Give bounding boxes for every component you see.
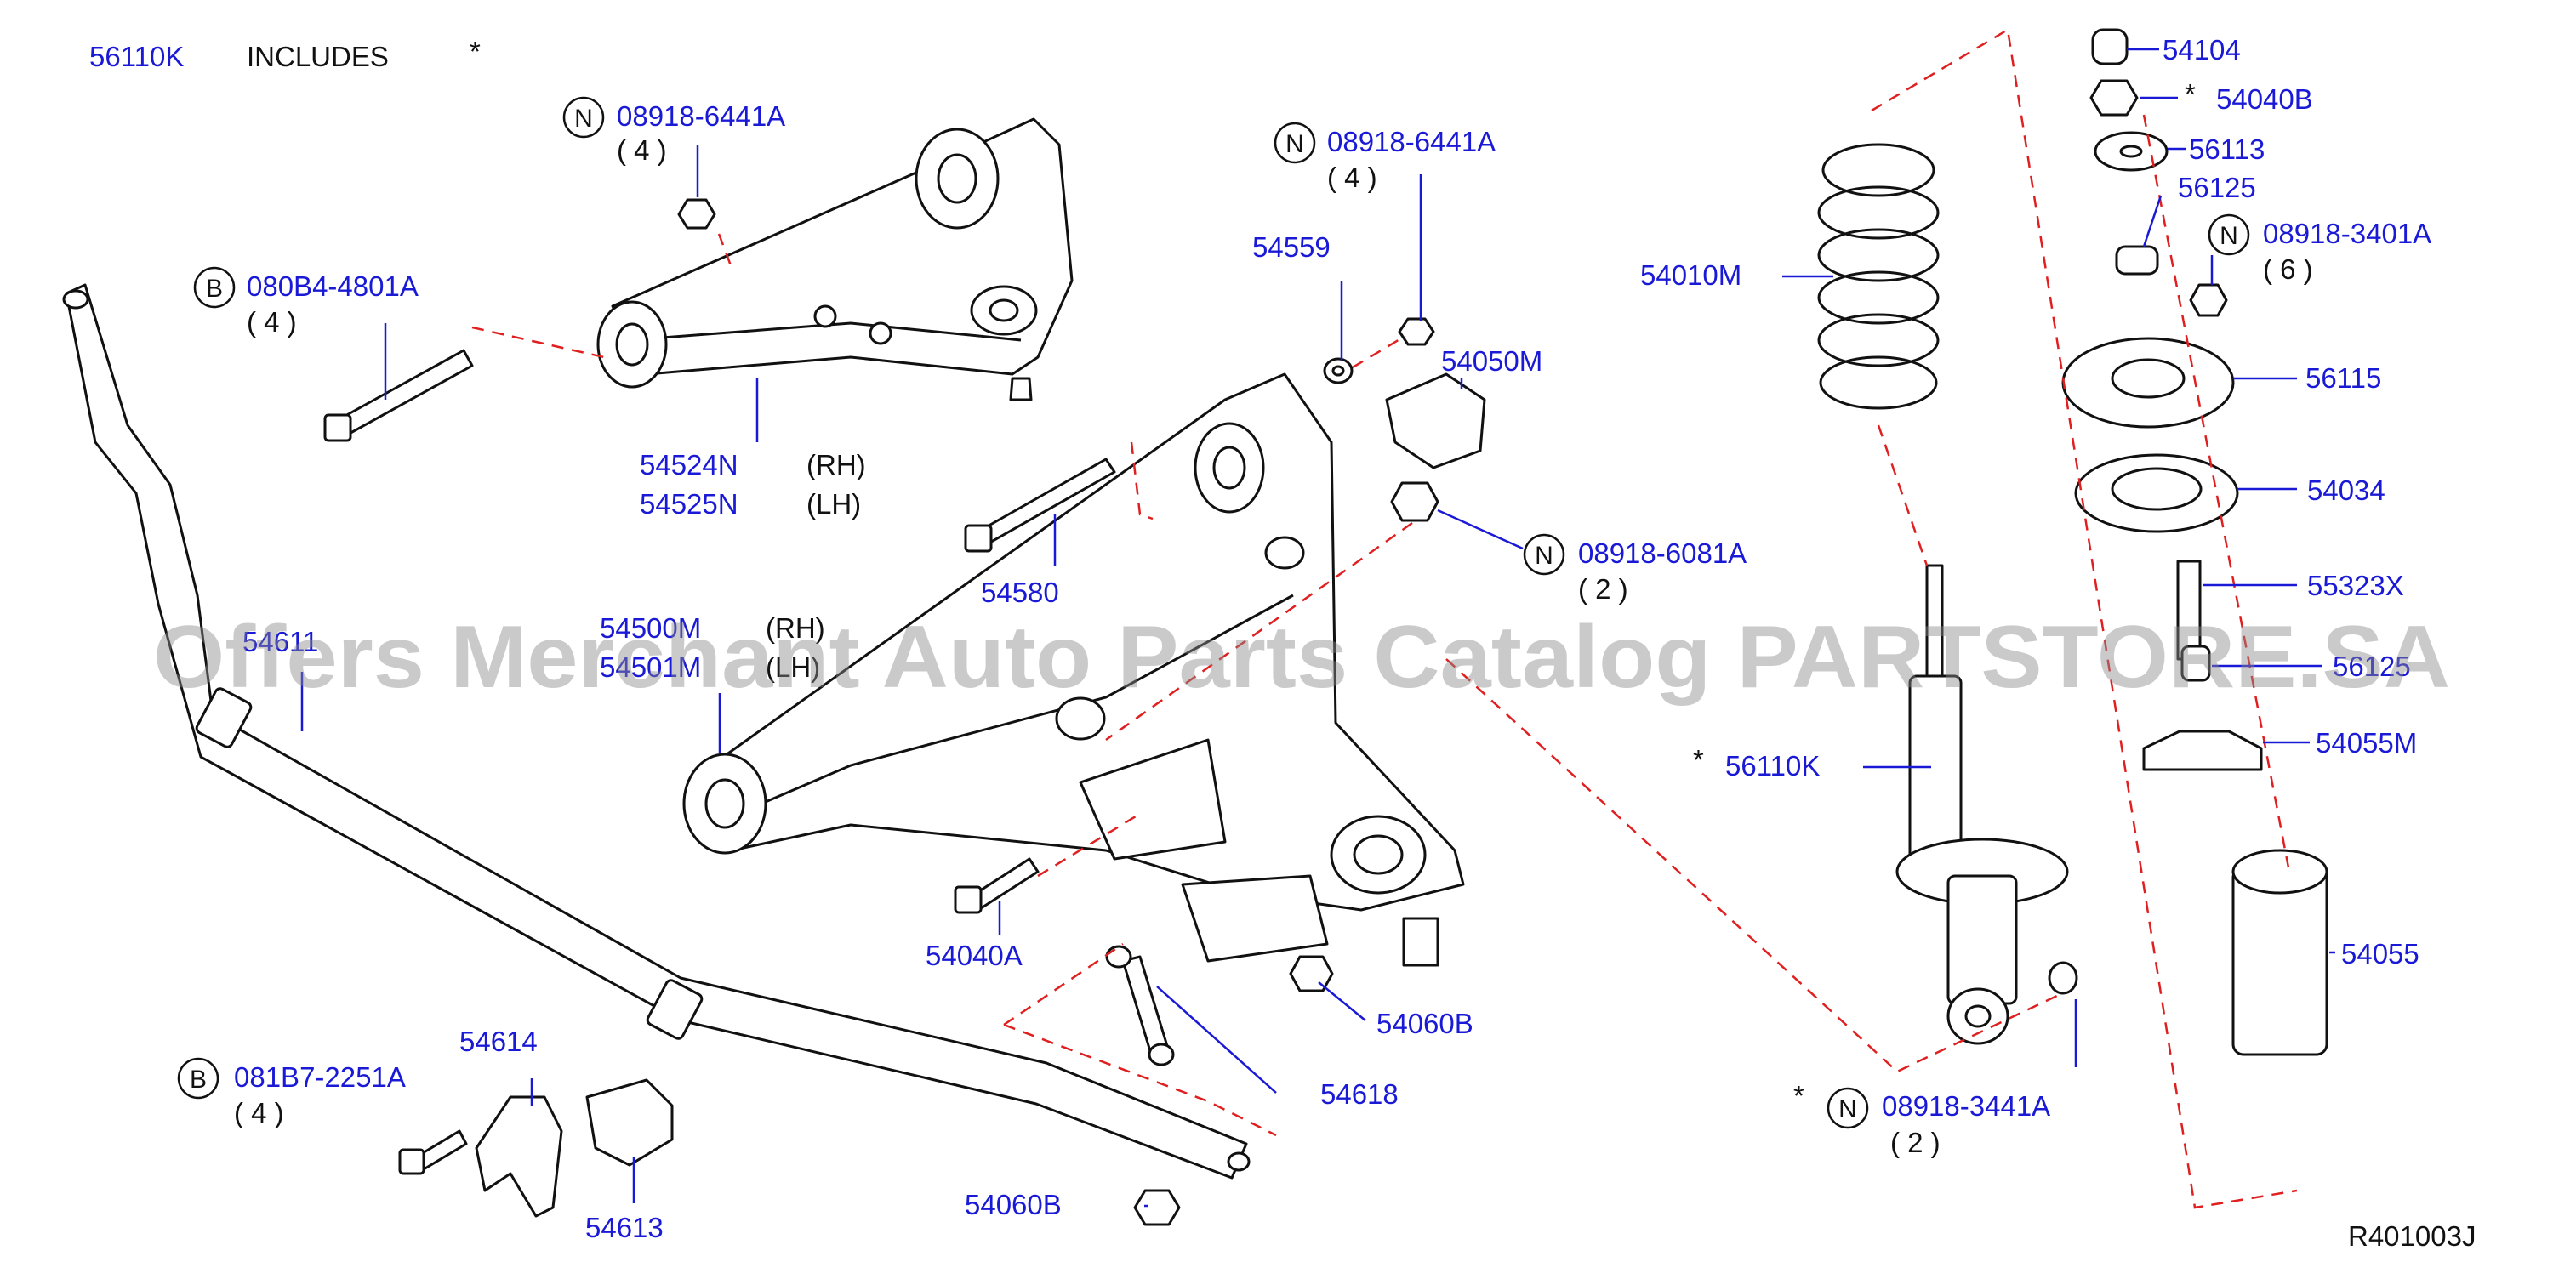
- fastener-type-badge: B: [193, 266, 236, 309]
- part-number-label[interactable]: 54060B: [965, 1189, 1062, 1220]
- shock-absorber-drawing: [1895, 564, 2078, 1045]
- part-number-label[interactable]: 08918-6081A: [1578, 537, 1747, 569]
- header-includes: INCLUDES: [247, 41, 389, 72]
- kit-asterisk: *: [2185, 78, 2196, 110]
- part-number-label[interactable]: 54525N: [640, 488, 738, 520]
- part-number-label[interactable]: 54524N: [640, 449, 738, 480]
- part-number-label[interactable]: 08918-3441A: [1882, 1090, 2050, 1122]
- part-number-label[interactable]: 54050M: [1441, 345, 1542, 377]
- diagram-id: R401003J: [2348, 1220, 2476, 1252]
- part-number-label[interactable]: 54040A: [926, 940, 1023, 971]
- part-number-label[interactable]: 081B7-2251A: [234, 1061, 406, 1093]
- part-number-label[interactable]: 56113: [2189, 134, 2265, 165]
- part-number-label[interactable]: 55323X: [2307, 570, 2404, 601]
- quantity-label: ( 4 ): [247, 306, 297, 338]
- fastener-type-badge: N: [1827, 1087, 1869, 1129]
- part-number-label[interactable]: 08918-6441A: [617, 100, 785, 132]
- header-asterisk: *: [470, 36, 481, 67]
- part-number-label[interactable]: 56110K: [1725, 750, 1820, 782]
- part-number-label[interactable]: 54500M: [600, 612, 701, 644]
- svg-text:N: N: [1838, 1095, 1857, 1123]
- side-label: (RH): [766, 612, 825, 644]
- stabilizer-bar-drawing: [62, 283, 1251, 1180]
- leader-lines: [300, 48, 2335, 1208]
- watermark-text: Offers Merchant Auto Parts Catalog PARTS…: [153, 608, 2450, 707]
- quantity-label: ( 6 ): [2263, 253, 2313, 285]
- part-number-label[interactable]: 54034: [2307, 475, 2385, 506]
- side-label: (LH): [766, 651, 820, 683]
- fastener-type-badge: N: [1523, 533, 1565, 576]
- quantity-label: ( 2 ): [1890, 1127, 1941, 1158]
- part-number-label[interactable]: 54040B: [2216, 83, 2313, 115]
- part-number-label[interactable]: 56115: [2305, 362, 2381, 394]
- quantity-label: ( 4 ): [234, 1097, 284, 1128]
- fastener-type-badge: N: [1274, 122, 1316, 164]
- svg-text:B: B: [206, 275, 223, 303]
- side-label: (RH): [806, 449, 866, 480]
- part-number-label[interactable]: 54104: [2163, 34, 2241, 65]
- part-number-label[interactable]: 08918-3401A: [2263, 218, 2431, 249]
- part-number-label[interactable]: 54618: [1320, 1078, 1399, 1110]
- part-number-label[interactable]: 54580: [981, 577, 1059, 608]
- quantity-label: ( 2 ): [1578, 573, 1628, 605]
- side-label: (LH): [806, 488, 861, 520]
- svg-text:B: B: [190, 1066, 207, 1094]
- part-number-label[interactable]: 56125: [2333, 651, 2411, 682]
- assembly-lines: [471, 27, 2298, 1209]
- part-number-label[interactable]: 54614: [459, 1026, 538, 1057]
- svg-text:N: N: [1535, 542, 1553, 570]
- part-number-label[interactable]: 54060B: [1376, 1008, 1473, 1039]
- part-number-label[interactable]: 54613: [585, 1212, 664, 1243]
- part-number-label[interactable]: 54010M: [1640, 259, 1741, 291]
- part-number-label[interactable]: 54559: [1252, 231, 1331, 263]
- svg-text:N: N: [2220, 222, 2238, 250]
- part-number-label[interactable]: 54501M: [600, 651, 701, 683]
- part-number-label[interactable]: 56125: [2178, 172, 2256, 203]
- svg-text:N: N: [1285, 130, 1304, 158]
- part-number-label[interactable]: 08918-6441A: [1327, 126, 1496, 157]
- transverse-link-drawing: [682, 372, 1465, 967]
- fastener-type-badge: N: [2208, 213, 2250, 256]
- header-kit-part: 56110K: [89, 41, 184, 72]
- part-number-label[interactable]: 080B4-4801A: [247, 270, 419, 302]
- quantity-label: ( 4 ): [617, 134, 667, 166]
- fastener-type-badge: B: [177, 1057, 219, 1100]
- part-number-label[interactable]: 54055: [2341, 938, 2419, 969]
- coil-spring-drawing: [1817, 143, 1940, 410]
- part-number-label[interactable]: 54055M: [2316, 727, 2417, 759]
- hardware-drawings: [323, 198, 1486, 1226]
- part-number-label[interactable]: 54611: [242, 626, 318, 657]
- svg-text:N: N: [574, 105, 593, 133]
- quantity-label: ( 4 ): [1327, 162, 1377, 193]
- upper-link-drawing: [596, 117, 1074, 401]
- kit-asterisk: *: [1793, 1080, 1804, 1111]
- kit-asterisk: *: [1693, 744, 1704, 776]
- fastener-type-badge: N: [562, 96, 605, 139]
